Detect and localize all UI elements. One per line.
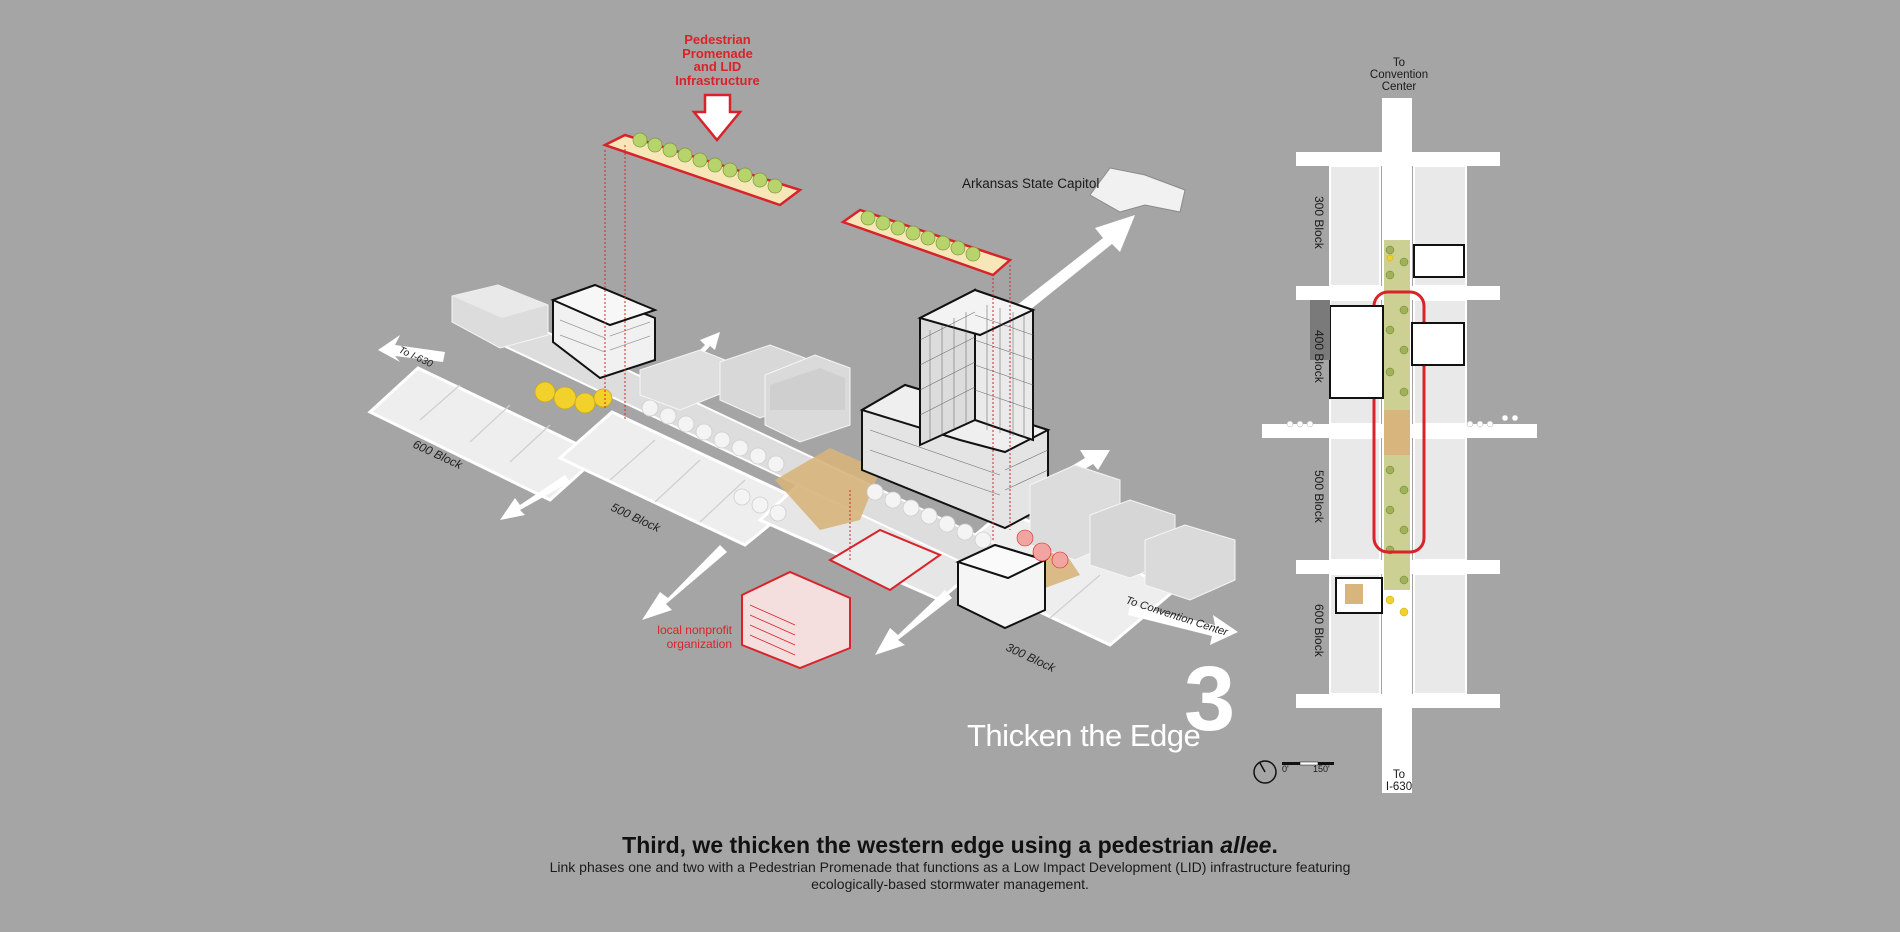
orange-trees — [1016, 529, 1069, 569]
arrow-south-3 — [875, 590, 952, 655]
arrow-south-2 — [642, 545, 727, 620]
nonprofit-callout: local nonprofit organization — [640, 623, 732, 651]
projection-lines — [604, 145, 1011, 560]
scale-max-label: 150' — [1313, 764, 1330, 774]
phase-title: Thicken the Edge — [967, 718, 1201, 753]
caption-body: Link phases one and two with a Pedestria… — [549, 859, 1351, 892]
caption-headline-emphasis: allee — [1220, 832, 1272, 858]
caption-headline-suffix: . — [1271, 832, 1278, 858]
caption-headline-prefix: Third, we thicken the western edge using… — [622, 832, 1221, 858]
promenade-callout-line-1: Pedestrian — [684, 32, 751, 47]
arrow-to-i630 — [378, 335, 445, 362]
arrow-to-convention — [1128, 605, 1238, 645]
promenade-slab-east — [840, 208, 1013, 277]
plan-to-bottom-line-1: To — [1392, 769, 1406, 781]
tree-rows — [641, 399, 992, 549]
tower-roof — [917, 288, 1036, 337]
bldg-west-1-roof — [452, 285, 548, 318]
bldg-west-highlight-roof — [550, 283, 658, 327]
nonprofit-line-2: organization — [666, 637, 732, 651]
nonprofit-building — [741, 570, 851, 670]
yellow-trees — [534, 381, 613, 414]
plan-block-500: 500 Block — [1312, 470, 1326, 523]
label-300-block: 300 Block — [1004, 640, 1059, 675]
buildings — [451, 167, 1236, 670]
down-arrow — [691, 93, 743, 142]
plan-to-bottom-line-2: I-630 — [1385, 781, 1413, 793]
plan-block-300: 300 Block — [1312, 196, 1326, 249]
nonprofit-line-1: local nonprofit — [657, 623, 732, 637]
plan-to-top-line-3: Center — [1381, 81, 1417, 93]
promenade-callout-line-2: Promenade — [682, 45, 753, 61]
label-500-block: 500 Block — [609, 500, 664, 535]
bldg-east-3 — [1144, 524, 1236, 601]
promenade-callout-line-4: Infrastructure — [675, 72, 760, 88]
north-arrow-icon — [1253, 760, 1277, 784]
plan-red-outline — [1372, 290, 1426, 554]
plan-block-400: 400 Block — [1312, 330, 1326, 383]
capitol-label: Arkansas State Capitol — [962, 176, 1100, 191]
scale-min-label: 0' — [1282, 764, 1289, 774]
plan-to-top-line-1: To — [1392, 57, 1406, 69]
plan-block-600: 600 Block — [1312, 604, 1326, 657]
arrow-south-1 — [500, 475, 570, 520]
bldg-north-4 — [770, 368, 845, 410]
scale-bar — [1282, 761, 1334, 766]
promenade-callout: Pedestrian Promenade and LID Infrastruct… — [660, 33, 775, 87]
capitol-building — [1089, 167, 1186, 213]
promenade-slab-west — [601, 132, 803, 207]
plan-to-i630-label: To I-630 — [1362, 769, 1436, 793]
phase-number: 3 — [1184, 648, 1236, 750]
plaza-tan — [775, 448, 880, 530]
plan-to-convention-label: To Convention Center — [1362, 57, 1436, 93]
plan-view — [1253, 98, 1537, 793]
caption-headline: Third, we thicken the western edge using… — [0, 832, 1900, 859]
promenade-callout-line-3: and LID — [693, 59, 742, 74]
red-parcel — [827, 528, 943, 592]
plan-to-top-line-2: Convention — [1369, 69, 1429, 81]
